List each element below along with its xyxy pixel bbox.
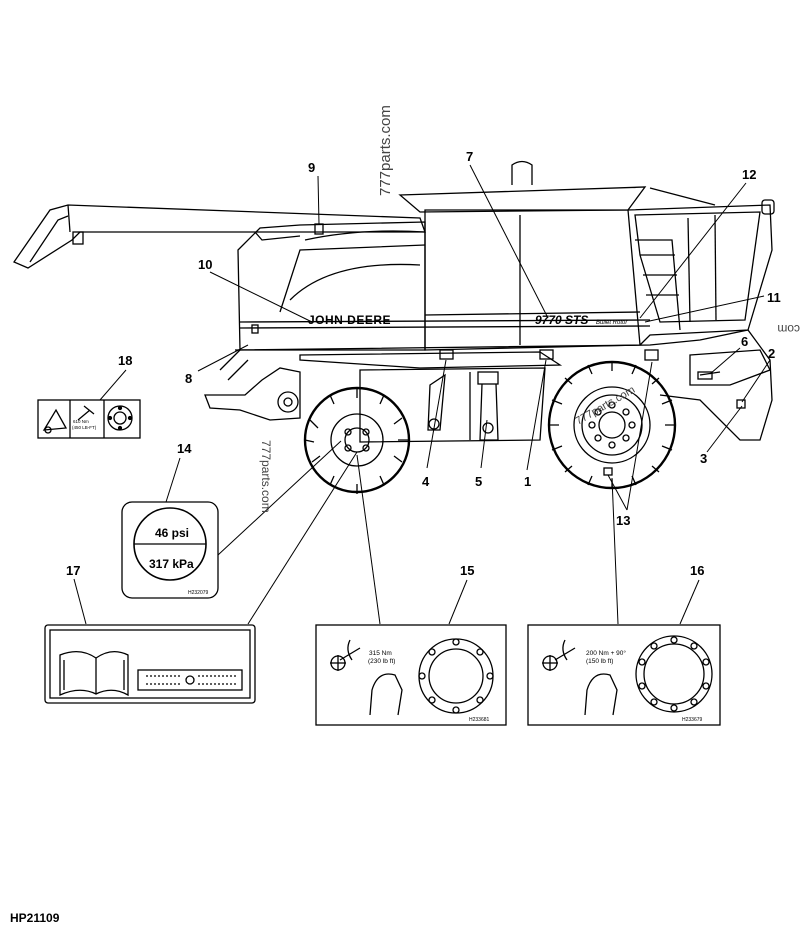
decal-15-torque-nm: 315 Nm	[369, 650, 392, 657]
decal-15-code: H233681	[469, 717, 490, 723]
pressure-psi: 46 psi	[155, 526, 189, 540]
callout-numbers: 1 2 3 4 5 6 7 8 9 10 11 12 13 14 15 16 1…	[66, 149, 781, 578]
callout-18: 18	[118, 353, 132, 368]
watermark-left: 777parts.com	[259, 440, 273, 513]
decal-16: 200 Nm + 90° (150 lb ft) H233679	[527, 624, 721, 726]
callout-2: 2	[768, 346, 775, 361]
decal-18-torque-nm: 610 Nm	[73, 419, 89, 424]
watermark-top: 777parts.com	[377, 105, 394, 196]
hand-icon	[369, 673, 403, 716]
drive-wheel	[547, 360, 677, 490]
decal-13-position	[644, 349, 659, 361]
model-suffix-lettering: Bullet Rotor	[596, 320, 628, 326]
callout-4: 4	[422, 474, 430, 489]
decal-14-code: H232079	[188, 590, 209, 596]
callout-9: 9	[308, 160, 315, 175]
callout-13: 13	[616, 513, 630, 528]
leader-lines	[73, 164, 771, 625]
upper-body	[237, 221, 426, 351]
callout-11: 11	[767, 290, 781, 305]
decal-16-torque-ft: (150 lb ft)	[586, 658, 613, 665]
callout-6: 6	[741, 334, 748, 349]
callout-14: 14	[177, 441, 192, 456]
lower-frame	[234, 329, 773, 441]
hand-icon	[584, 673, 618, 716]
callout-17: 17	[66, 563, 80, 578]
decal-14: 46 psi 317 kPa H232079	[121, 501, 219, 599]
decal-18: 610 Nm (450 LB-FT)	[37, 399, 141, 439]
callout-15: 15	[460, 563, 474, 578]
pressure-kpa: 317 kPa	[149, 557, 194, 571]
wrench-icon	[554, 639, 576, 661]
decal-17	[44, 624, 256, 704]
front-wheel	[303, 386, 411, 494]
decal-6-position	[697, 371, 713, 380]
callout-10: 10	[198, 257, 212, 272]
combine-machine: JOHN DEERE 9770 STS Bullet Rotor	[13, 160, 775, 494]
bolt-pattern-icon	[635, 635, 713, 713]
callout-5: 5	[475, 474, 482, 489]
decal-1-position	[539, 349, 554, 360]
unloading-auger	[13, 204, 426, 269]
callout-7: 7	[466, 149, 473, 164]
callout-3: 3	[700, 451, 707, 466]
watermark-wheel: 777parts.com	[574, 384, 638, 428]
wrench-icon	[339, 639, 361, 661]
grain-tank	[424, 209, 641, 351]
warning-triangle-icon	[42, 408, 68, 431]
book-icon	[59, 651, 129, 697]
fuse-panel-icon	[137, 669, 243, 691]
wrench-icon	[77, 405, 95, 421]
decal-15: 315 Nm (230 lb ft) H233681	[315, 624, 507, 726]
watermark-right: com	[777, 322, 800, 336]
grain-tank-top	[398, 186, 647, 213]
figure-id: HP21109	[10, 911, 60, 925]
cab	[627, 204, 773, 346]
brand-lettering: JOHN DEERE	[308, 313, 391, 327]
model-lettering: 9770 STS	[535, 313, 588, 327]
decal-16-code: H233679	[682, 717, 703, 723]
callout-1: 1	[524, 474, 531, 489]
decal-15-torque-ft: (230 lb ft)	[368, 658, 395, 665]
decal-18-torque-ft: (450 LB-FT)	[72, 425, 97, 430]
callout-8: 8	[185, 371, 192, 386]
callout-12: 12	[742, 167, 756, 182]
decal-body-small	[251, 324, 259, 334]
callout-16: 16	[690, 563, 704, 578]
decal-4-position	[439, 349, 454, 360]
decal-16-torque-nm: 200 Nm + 90°	[586, 649, 626, 657]
feeder-house	[204, 367, 301, 421]
